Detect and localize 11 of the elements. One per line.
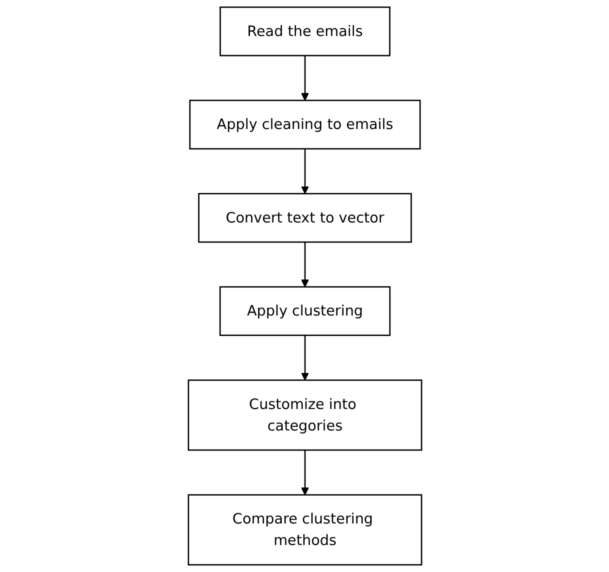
arrow — [300, 335, 308, 380]
node-box: Compare clustering methods — [187, 494, 422, 566]
node-box: Convert text to vector — [198, 192, 412, 243]
arrow — [300, 450, 308, 496]
node-box: Customize into categories — [187, 379, 422, 451]
arrow — [300, 242, 308, 288]
node-box: Read the emails — [219, 6, 390, 56]
arrow — [300, 56, 308, 101]
node-box: Apply clustering — [218, 286, 390, 336]
arrow — [300, 148, 308, 194]
node-box: Apply cleaning to emails — [188, 100, 420, 150]
